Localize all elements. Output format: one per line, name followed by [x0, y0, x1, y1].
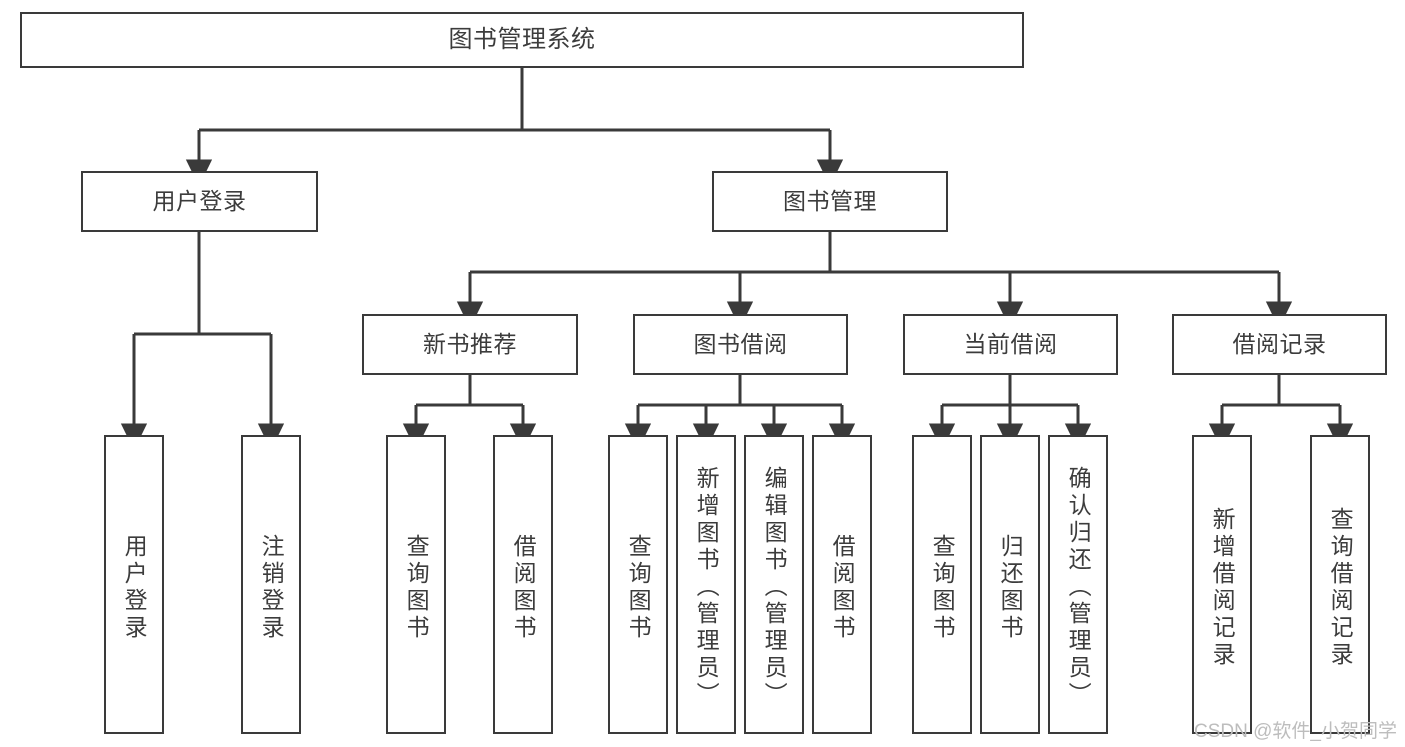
csdn-watermark: CSDN @软件_小贺同学 — [1194, 721, 1397, 742]
node-label: 注销登录 — [258, 533, 285, 642]
leaf-current-confirm-return-admin[interactable]: 确认归还（管理员） — [1048, 435, 1108, 734]
node-label: 编辑图书（管理员） — [761, 466, 788, 709]
node-label: 新增图书（管理员） — [693, 466, 720, 709]
node-label: 查询图书 — [929, 533, 956, 642]
node-user-login[interactable]: 用户登录 — [81, 171, 318, 232]
leaf-record-add-borrow-record[interactable]: 新增借阅记录 — [1192, 435, 1252, 734]
node-label: 新书推荐 — [423, 330, 517, 357]
leaf-current-return-book[interactable]: 归还图书 — [980, 435, 1040, 734]
leaf-user-login-login[interactable]: 用户登录 — [104, 435, 164, 734]
node-current-borrow[interactable]: 当前借阅 — [903, 314, 1118, 375]
node-label: 借阅图书 — [829, 533, 856, 642]
leaf-borrow-add-book-admin[interactable]: 新增图书（管理员） — [676, 435, 736, 734]
node-label: 借阅图书 — [510, 533, 537, 642]
node-label: 图书借阅 — [693, 330, 788, 357]
node-label: 确认归还（管理员） — [1065, 466, 1092, 709]
node-root-book-management-system[interactable]: 图书管理系统 — [20, 12, 1024, 68]
node-label: 当前借阅 — [963, 330, 1058, 357]
leaf-recommend-borrow-book[interactable]: 借阅图书 — [493, 435, 553, 734]
leaf-recommend-query-book[interactable]: 查询图书 — [386, 435, 446, 734]
node-label: 图书管理 — [783, 187, 877, 214]
leaf-current-query-book[interactable]: 查询图书 — [912, 435, 972, 734]
node-new-book-recommend[interactable]: 新书推荐 — [362, 314, 578, 375]
node-label: 用户登录 — [121, 533, 148, 642]
node-label: 查询图书 — [403, 533, 430, 642]
leaf-user-login-logout[interactable]: 注销登录 — [241, 435, 301, 734]
leaf-borrow-query-book[interactable]: 查询图书 — [608, 435, 668, 734]
node-label: 查询图书 — [625, 533, 652, 642]
leaf-borrow-borrow-book[interactable]: 借阅图书 — [812, 435, 872, 734]
node-book-borrow[interactable]: 图书借阅 — [633, 314, 848, 375]
node-label: 新增借阅记录 — [1209, 506, 1236, 669]
node-label: 借阅记录 — [1232, 330, 1327, 357]
node-borrow-record[interactable]: 借阅记录 — [1172, 314, 1387, 375]
node-label: 用户登录 — [152, 187, 247, 214]
node-book-management[interactable]: 图书管理 — [712, 171, 948, 232]
leaf-borrow-edit-book-admin[interactable]: 编辑图书（管理员） — [744, 435, 804, 734]
node-label: 归还图书 — [997, 533, 1024, 642]
leaf-record-query-borrow-record[interactable]: 查询借阅记录 — [1310, 435, 1370, 734]
node-label: 图书管理系统 — [448, 25, 596, 53]
node-label: 查询借阅记录 — [1327, 506, 1354, 669]
